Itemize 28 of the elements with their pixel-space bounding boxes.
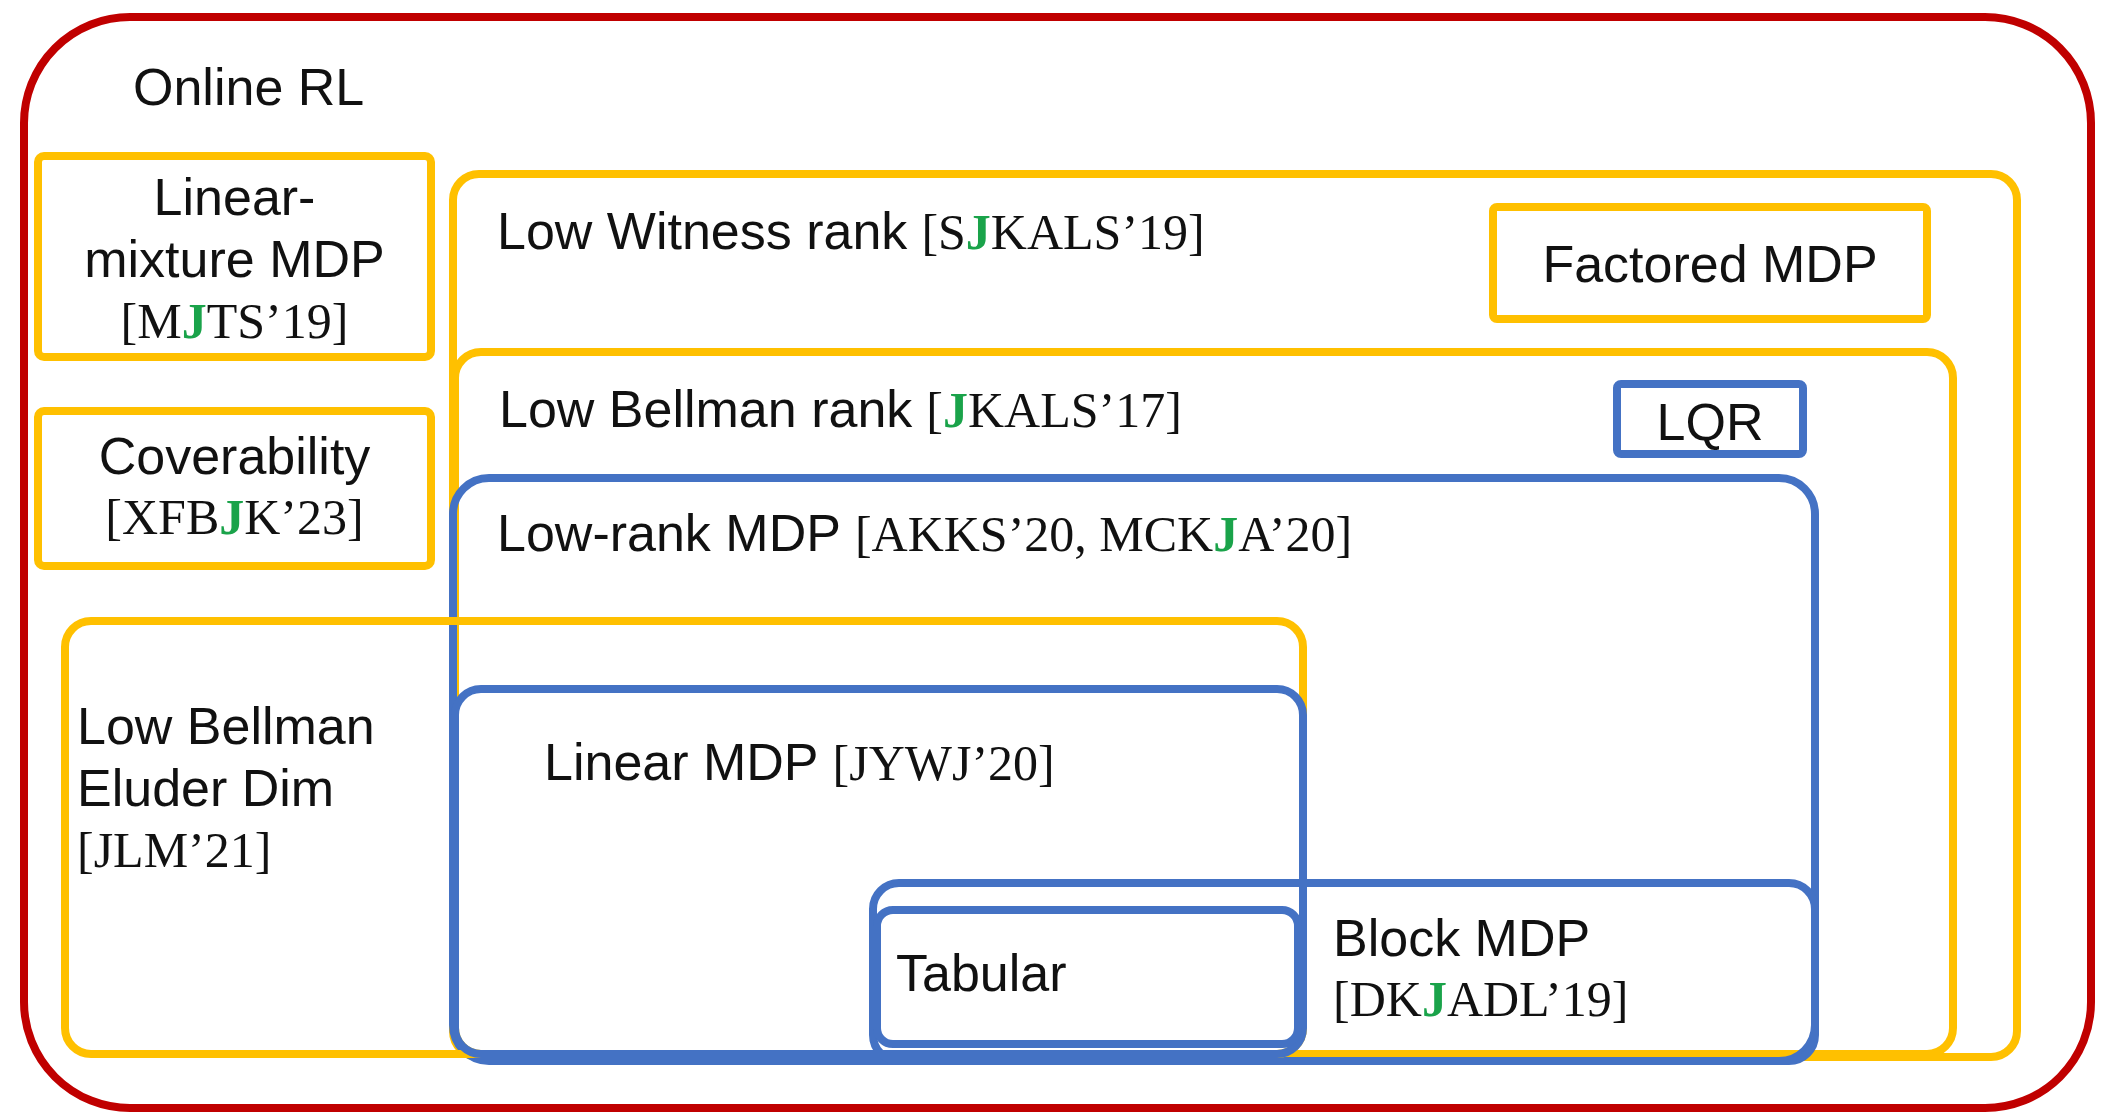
set-region — [449, 474, 1819, 1065]
set-name: Tabular — [896, 943, 1067, 1004]
set-name: Low Bellman Eluder Dim — [77, 696, 376, 820]
set-region — [869, 879, 1819, 1065]
set-region — [1489, 203, 1931, 323]
citation: [AKKS’20, MCKJA’20] — [854, 505, 1353, 564]
set-name: Coverability — [98, 426, 371, 487]
citation: [SJKALS’19] — [921, 203, 1205, 262]
set-name: LQR — [1656, 392, 1764, 453]
citation: [MJTS’19] — [120, 291, 349, 351]
citation: [JKALS’17] — [926, 381, 1182, 440]
set-name: Low-rank MDP — [497, 503, 841, 564]
set-name: Linear MDP — [544, 732, 819, 793]
citation: [DKJADL’19] — [1333, 970, 1629, 1030]
citation: [JYWJ’20] — [832, 734, 1055, 793]
set-name: Block MDP — [1333, 908, 1591, 969]
set-region — [34, 152, 435, 361]
citation: [JLM’21] — [77, 820, 272, 880]
set-region — [1613, 380, 1807, 458]
set-name: Online RL — [133, 57, 365, 118]
set-name: Low Bellman rank — [499, 379, 913, 440]
set-region — [20, 13, 2095, 1112]
set-name: Low Witness rank — [497, 201, 908, 262]
citation: [XFBJK’23] — [105, 488, 364, 548]
set-name: Linear- mixture MDP — [83, 167, 386, 291]
set-region — [34, 407, 435, 570]
set-name: Factored MDP — [1542, 234, 1878, 295]
set-region — [61, 617, 1307, 1058]
